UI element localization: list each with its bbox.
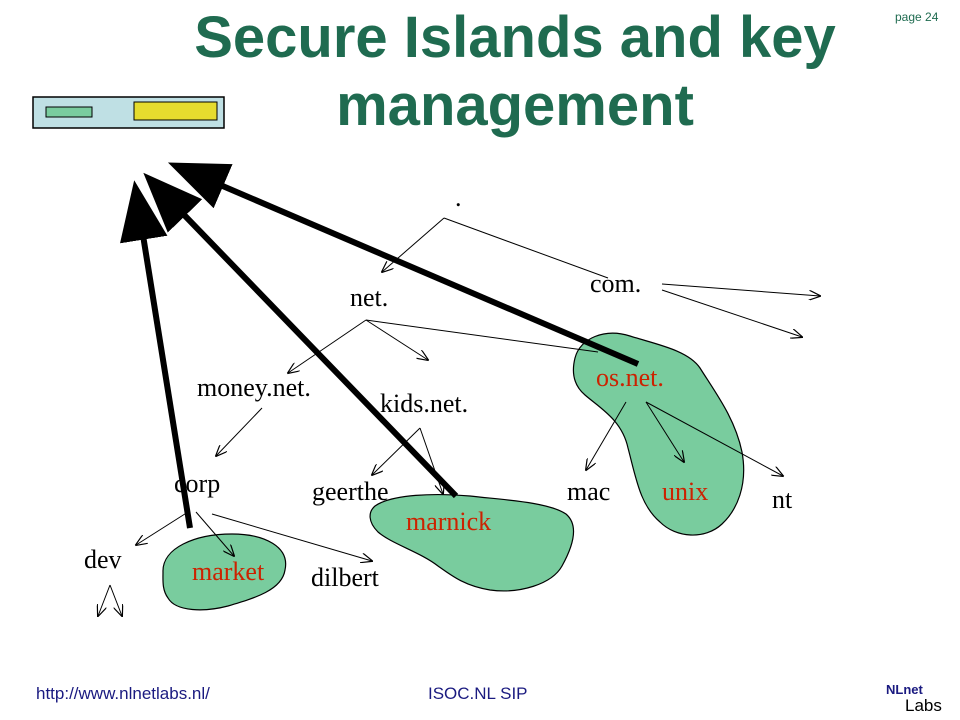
- node-marnick: marnick: [406, 507, 491, 536]
- node-dev: dev: [84, 545, 122, 574]
- island-os-net: [572, 332, 745, 536]
- key-icon: [32, 96, 225, 129]
- node-corp: corp: [174, 469, 220, 498]
- tree-edges: [98, 217, 820, 616]
- node-com: com.: [590, 269, 641, 298]
- island-market: [162, 533, 287, 611]
- footer-url: http://www.nlnetlabs.nl/: [36, 684, 210, 703]
- node-money-net: money.net.: [197, 373, 311, 402]
- slide-title: Secure Islands and key management: [194, 5, 836, 138]
- node-kids-net: kids.net.: [380, 389, 468, 418]
- node-nt: nt: [772, 485, 793, 514]
- node-unix: unix: [662, 477, 708, 506]
- page-number: page 24: [895, 10, 939, 24]
- nlnet-logo-bottom: Labs: [905, 696, 942, 715]
- node-root: .: [455, 183, 462, 212]
- node-net: net.: [350, 283, 388, 312]
- footer-center-text: ISOC.NL SIP: [428, 684, 528, 703]
- node-market: market: [192, 557, 265, 586]
- node-geerthe: geerthe: [312, 477, 389, 506]
- node-dilbert: dilbert: [311, 563, 380, 592]
- node-os-net: os.net.: [596, 363, 664, 392]
- node-mac: mac: [567, 477, 610, 506]
- nlnet-logo-top: NLnet: [886, 682, 923, 697]
- island-marnick: [369, 493, 575, 592]
- key-arrows: [120, 162, 640, 529]
